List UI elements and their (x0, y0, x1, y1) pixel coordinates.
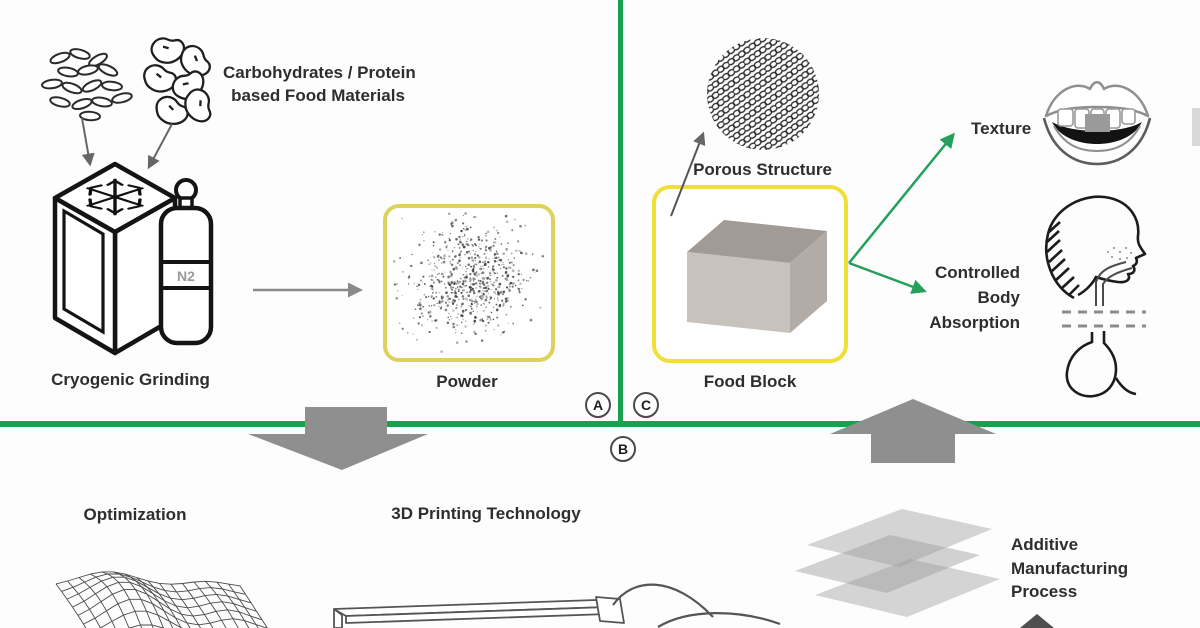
texture-label: Texture (971, 119, 1032, 138)
additive-label-line3: Process (1011, 582, 1078, 601)
porous-structure-label: Porous Structure (693, 160, 832, 179)
arrow-down-icon (248, 407, 428, 470)
arrow-beans-to-grinder (147, 123, 173, 170)
rice-grains-icon (41, 48, 133, 122)
printer-frame-icon (333, 583, 781, 628)
cryogenic-grinder-icon: N2 (52, 161, 214, 356)
small-up-arrow-icon (1020, 614, 1054, 628)
absorption-label-line1: Controlled (935, 263, 1020, 282)
food-block-box (652, 185, 848, 363)
printing-technology-label: 3D Printing Technology (391, 504, 581, 523)
grinder-label: Cryogenic Grinding (51, 370, 210, 389)
materials-label: Carbohydrates / Protein based Food Mater… (223, 61, 416, 107)
food-block-label: Food Block (703, 372, 797, 391)
horizontal-divider-line (0, 421, 1200, 427)
materials-label-line2: based Food Materials (231, 86, 405, 105)
arrow-foodblock-to-absorption (848, 261, 927, 294)
food-block-icon (687, 220, 827, 333)
optimization-label: Optimization (83, 505, 187, 524)
vertical-divider-line (618, 0, 623, 424)
n2-label: N2 (177, 268, 195, 284)
panel-badge-c: C (633, 392, 659, 418)
food-bite-block (1085, 114, 1110, 132)
mesh-surface-icon (55, 571, 268, 628)
hair-hatching (1046, 221, 1080, 296)
arrow-up-icon (830, 399, 996, 463)
mouth-icon (1042, 81, 1152, 166)
digestive-tract-icon (1045, 195, 1147, 398)
additive-label-line2: Manufacturing (1011, 558, 1129, 578)
arrow-foodblock-to-texture (848, 132, 955, 264)
arrow-grains-to-grinder (81, 117, 95, 167)
porous-structure-icon (707, 38, 819, 150)
materials-label-line1: Carbohydrates / Protein (223, 63, 416, 82)
panel-badge-a: A (585, 392, 611, 418)
absorption-label-line2: Body (977, 288, 1021, 307)
powder-dots-icon (392, 212, 545, 353)
panel-badge-b: B (610, 436, 636, 462)
additive-label: Additive Manufacturing Process (1011, 533, 1128, 604)
additive-label-line1: Additive (1011, 535, 1079, 554)
absorption-label: Controlled Body Absorption (905, 260, 1020, 335)
layer-stack-icon (795, 509, 1000, 617)
cropped-edge-element (1192, 108, 1200, 146)
palate-dots (1107, 247, 1132, 260)
powder-label: Powder (436, 372, 498, 391)
filament-tube (612, 583, 714, 618)
n2-cylinder-icon: N2 (158, 178, 214, 346)
grinder-door-panel (62, 208, 105, 335)
snowflake-icon (86, 178, 144, 216)
powder-box (383, 204, 555, 362)
absorption-label-line3: Absorption (929, 313, 1020, 332)
arrow-foodblock-to-porous (670, 131, 706, 217)
